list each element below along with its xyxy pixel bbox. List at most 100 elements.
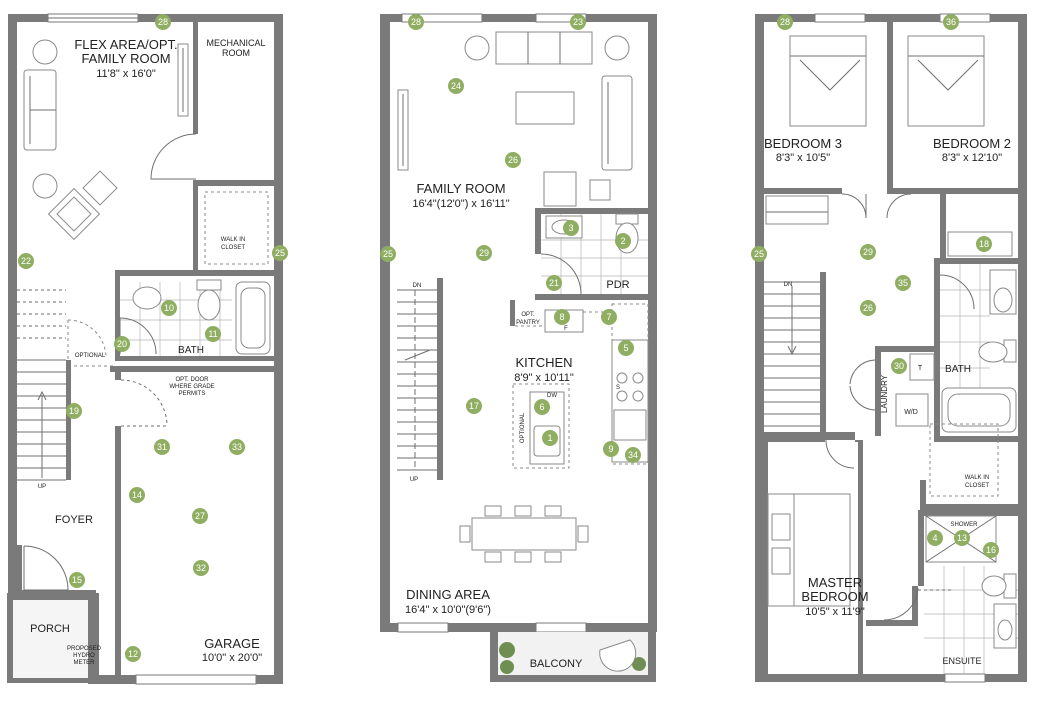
svg-text:25: 25: [383, 249, 393, 259]
svg-text:31: 31: [157, 442, 167, 452]
garage-dims: 10'0" x 20'0": [202, 652, 262, 664]
stove-label: S: [616, 385, 620, 391]
mechanical-room-name2: ROOM: [222, 48, 250, 58]
marker-main-11[interactable]: 5: [618, 340, 634, 356]
marker-main-2[interactable]: 24: [448, 78, 464, 94]
mechanical-room-name1: MECHANICAL: [206, 38, 265, 48]
marker-lower-9[interactable]: 14: [129, 487, 145, 503]
marker-lower-7[interactable]: 31: [154, 439, 170, 455]
family-room-dims: 16'4"(12'0") x 16'11": [412, 198, 509, 210]
svg-text:3: 3: [568, 223, 573, 233]
opt-pantry-line2: PANTRY: [516, 320, 540, 326]
svg-text:28: 28: [411, 17, 421, 27]
marker-main-1[interactable]: 23: [570, 14, 586, 30]
lower-walk-in-closet-name1: WALK IN: [221, 237, 245, 243]
main-level-plan: [380, 13, 657, 682]
marker-lower-10[interactable]: 27: [192, 508, 208, 524]
marker-lower-6[interactable]: 19: [66, 403, 82, 419]
marker-main-13[interactable]: 1: [542, 430, 558, 446]
marker-upper-3[interactable]: 29: [860, 244, 876, 260]
opt-door-line1: OPT. DOOR: [175, 377, 209, 383]
marker-upper-9[interactable]: 13: [954, 530, 970, 546]
marker-lower-11[interactable]: 32: [193, 560, 209, 576]
dining-area-dims: 16'4" x 10'0"(9'6"): [405, 604, 491, 616]
bedroom2-dims: 8'3" x 12'10": [942, 152, 1002, 164]
main-markers: 28 23 24 26 25 29 3 2 21 8 7 5 6 1 17 9 …: [380, 14, 641, 463]
bedroom2-name: BEDROOM 2: [933, 136, 1011, 151]
marker-lower-12[interactable]: 15: [69, 572, 85, 588]
marker-lower-13[interactable]: 12: [125, 646, 141, 662]
hydro-meter-line3: METER: [74, 660, 96, 666]
marker-lower-5[interactable]: 20: [114, 336, 130, 352]
master-bedroom-name1: MASTER: [808, 575, 862, 590]
svg-text:28: 28: [780, 17, 790, 27]
svg-text:1: 1: [547, 433, 552, 443]
marker-main-9[interactable]: 8: [554, 309, 570, 325]
lower-walk-in-closet-name2: CLOSET: [221, 245, 245, 251]
svg-text:21: 21: [549, 278, 559, 288]
marker-upper-8[interactable]: 4: [927, 530, 943, 546]
svg-text:33: 33: [232, 442, 242, 452]
marker-lower-1[interactable]: 22: [18, 253, 34, 269]
marker-lower-2[interactable]: 25: [272, 245, 288, 261]
dishwasher-label: DW: [547, 393, 557, 399]
main-optional-label: OPTIONAL: [520, 412, 526, 443]
svg-text:6: 6: [539, 402, 544, 412]
marker-upper-2[interactable]: 25: [751, 246, 767, 262]
svg-text:27: 27: [195, 511, 205, 521]
main-up-label: UP: [410, 477, 418, 483]
marker-main-12[interactable]: 6: [534, 399, 550, 415]
porch-label: PORCH: [30, 623, 70, 635]
svg-text:24: 24: [451, 81, 461, 91]
marker-upper-0[interactable]: 28: [777, 14, 793, 30]
marker-lower-4[interactable]: 11: [205, 326, 221, 342]
marker-main-8[interactable]: 21: [546, 275, 562, 291]
svg-text:36: 36: [946, 17, 956, 27]
lower-markers: 28 22 25 10 11 20 19 31 33 14 27 32 15 1…: [18, 14, 288, 662]
marker-main-4[interactable]: 25: [380, 246, 396, 262]
marker-upper-10[interactable]: 16: [983, 542, 999, 558]
svg-text:8: 8: [559, 312, 564, 322]
marker-upper-1[interactable]: 36: [943, 14, 959, 30]
marker-upper-4[interactable]: 35: [895, 275, 911, 291]
svg-text:11: 11: [208, 329, 217, 339]
lower-level-plan: [7, 13, 283, 685]
marker-main-16[interactable]: 34: [625, 447, 641, 463]
lower-bath-label: BATH: [178, 345, 204, 356]
upper-dn-label: DN: [784, 282, 793, 288]
tub-label: T: [918, 365, 923, 372]
opt-door-line2: WHERE GRADE: [169, 384, 214, 390]
marker-lower-3[interactable]: 10: [161, 300, 177, 316]
marker-main-14[interactable]: 17: [466, 398, 482, 414]
svg-text:29: 29: [863, 247, 873, 257]
master-bedroom-dims: 10'5" x 11'9": [805, 606, 865, 618]
marker-lower-8[interactable]: 33: [229, 439, 245, 455]
upper-bath-label: BATH: [945, 364, 971, 375]
marker-main-3[interactable]: 26: [505, 152, 521, 168]
marker-main-6[interactable]: 3: [563, 220, 579, 236]
svg-text:15: 15: [72, 575, 82, 585]
upper-labels: BEDROOM 3 8'3" x 10'5" BEDROOM 2 8'3" x …: [764, 136, 1011, 666]
kitchen-dims: 8'9" x 10'11": [514, 372, 574, 384]
marker-upper-7[interactable]: 30: [891, 358, 907, 374]
svg-text:12: 12: [128, 649, 138, 659]
flex-area-name1: FLEX AREA/OPT.: [74, 37, 177, 52]
svg-text:26: 26: [863, 303, 873, 313]
marker-main-7[interactable]: 2: [615, 233, 631, 249]
ensuite-label: ENSUITE: [942, 656, 981, 666]
svg-text:28: 28: [158, 17, 168, 27]
marker-upper-6[interactable]: 18: [976, 236, 992, 252]
svg-text:9: 9: [608, 444, 613, 454]
upper-walk-in-closet-name2: CLOSET: [965, 483, 989, 489]
hydro-meter-line2: HYDRO: [73, 653, 95, 659]
marker-main-10[interactable]: 7: [601, 309, 617, 325]
marker-main-5[interactable]: 29: [476, 245, 492, 261]
foyer-label: FOYER: [55, 514, 93, 526]
marker-main-0[interactable]: 28: [408, 14, 424, 30]
svg-text:20: 20: [117, 339, 127, 349]
marker-main-15[interactable]: 9: [603, 441, 619, 457]
marker-lower-0[interactable]: 28: [155, 14, 171, 30]
marker-upper-5[interactable]: 26: [860, 300, 876, 316]
balcony-label: BALCONY: [530, 658, 583, 670]
svg-text:13: 13: [957, 533, 967, 543]
